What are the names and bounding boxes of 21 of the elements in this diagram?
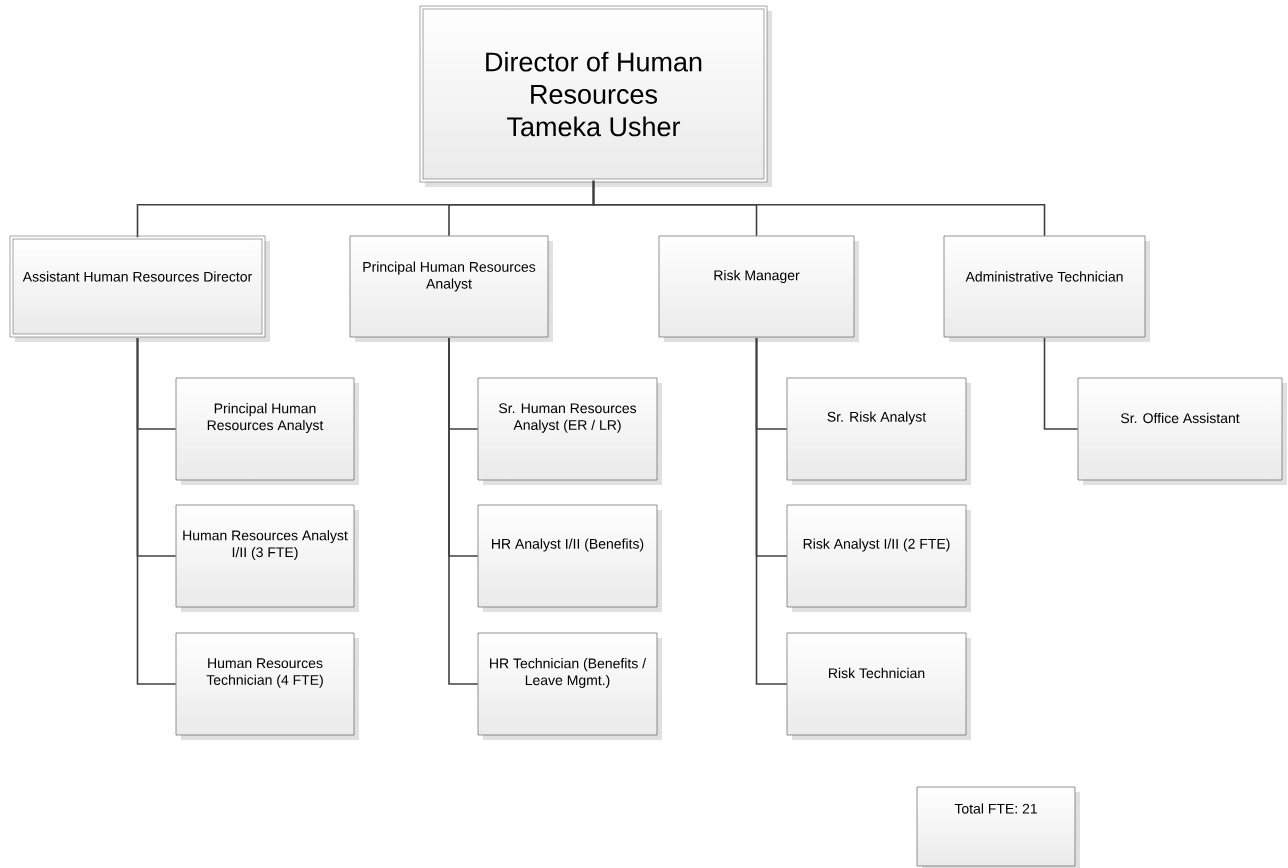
person-box: Human Resources Analyst I/II (3 FTE) (175, 504, 359, 612)
total-box: Total FTE: 21 (916, 786, 1080, 868)
person-box: Director of Human Resources Tameka Usher (419, 5, 772, 187)
connector-line (1043, 337, 1079, 430)
person-box: Risk Analyst I/II (2 FTE) (786, 504, 971, 612)
connector-line (755, 337, 788, 685)
person-box: HR Analyst I/II (Benefits) (477, 504, 662, 612)
person-box: Sr. Human Resources Analyst (ER / LR) (477, 377, 662, 485)
person-box: Administrative Technician (943, 235, 1150, 342)
person-box: Risk Technician (786, 632, 971, 740)
connector-line (592, 179, 1046, 237)
person-box: Principal Human Resources Analyst (175, 377, 359, 485)
person-box: Principal Human Resources Analyst (349, 235, 553, 342)
person-box: Sr. Office Assistant (1077, 377, 1287, 485)
person-box: HR Technician (Benefits / Leave Mgmt.) (477, 632, 662, 740)
person-box: Risk Manager (658, 235, 859, 342)
connector-line (448, 337, 479, 685)
person-box: Human Resources Technician (4 FTE) (175, 632, 359, 740)
person-box: Sr. Risk Analyst (786, 377, 971, 485)
person-box: Assistant Human Resources Director (9, 235, 270, 342)
connector-line (136, 337, 177, 685)
